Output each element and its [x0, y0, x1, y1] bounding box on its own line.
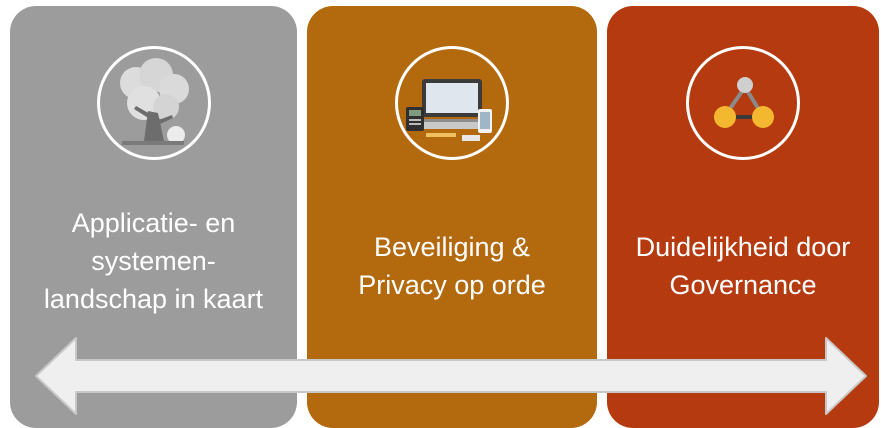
- panel-2-line-1: Beveiliging &: [373, 232, 531, 262]
- network-nodes-icon-circle: [686, 46, 800, 160]
- panel-3-line-2: Governance: [669, 270, 817, 300]
- panel-1-line-1: Applicatie- en: [71, 208, 236, 238]
- panel-security-privacy: Beveiliging & Privacy op orde: [307, 6, 597, 428]
- panel-1-label: Applicatie- en systemen- landschap in ka…: [10, 204, 297, 318]
- panel-2-label: Beveiliging & Privacy op orde: [307, 228, 597, 304]
- panel-application-landscape: Applicatie- en systemen- landschap in ka…: [10, 6, 297, 428]
- panel-1-line-3: landschap in kaart: [43, 284, 264, 314]
- network-nodes-icon: [714, 77, 774, 128]
- panel-1-line-2: systemen-: [91, 246, 216, 276]
- panel-3-label: Duidelijkheid door Governance: [607, 228, 879, 304]
- panel-2-line-2: Privacy op orde: [358, 270, 546, 300]
- laptop-devices-icon: [406, 79, 492, 141]
- laptop-devices-icon-circle: [395, 46, 509, 160]
- tree-icon: [119, 58, 189, 145]
- tree-icon-circle: [96, 46, 211, 160]
- panel-governance: Duidelijkheid door Governance: [607, 6, 879, 428]
- panel-3-line-1: Duidelijkheid door: [635, 232, 851, 262]
